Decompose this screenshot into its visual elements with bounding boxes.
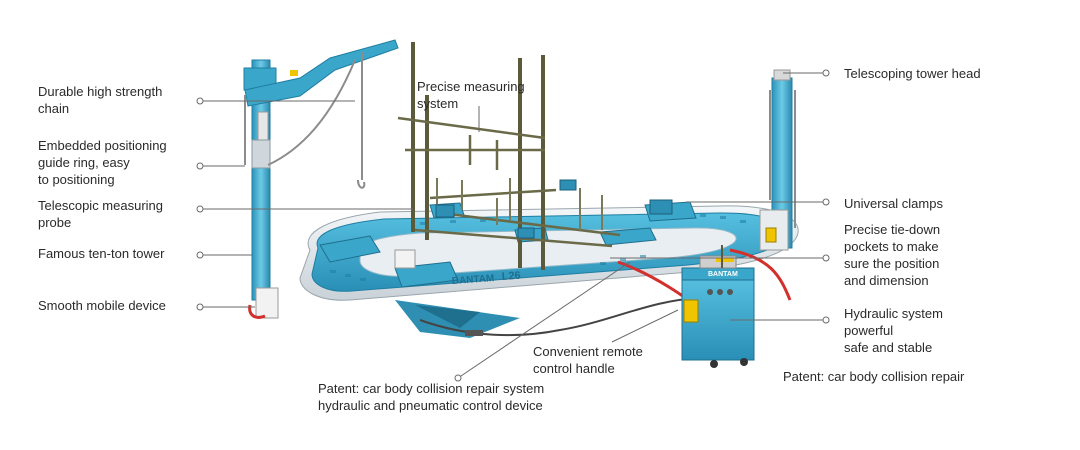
measuring-system-posts [411, 42, 545, 270]
callout-telescopic-probe: Telescopic measuring probe [38, 198, 164, 230]
left-chain [244, 52, 366, 189]
right-tower [759, 69, 793, 251]
hydraulic-pump [681, 255, 755, 368]
pump-brand-label: BANTAM [708, 271, 738, 278]
remote-control-handle [465, 330, 483, 336]
callout-patent-right: Patent: car body collision repair [783, 369, 965, 384]
callout-universal-clamps: Universal clamps [844, 196, 943, 211]
leader-dots [196, 69, 830, 382]
callout-mobile-device: Smooth mobile device [38, 298, 166, 313]
measuring-system-bars [397, 116, 621, 248]
frame-brand-label: BANTAM [451, 273, 494, 287]
telescopic-probes [436, 178, 603, 230]
callout-remote-handle: Convenient remote control handle [533, 344, 643, 376]
callout-chain: Durable high strength chain [38, 84, 163, 116]
universal-clamps [435, 179, 673, 239]
frame-model-label: L26 [501, 270, 521, 283]
callout-tower-head: Telescoping tower head [844, 66, 981, 81]
callout-measuring-system: Precise measuring system [417, 79, 525, 111]
callout-tie-down-pockets: Precise tie-down pockets to make sure th… [844, 222, 941, 288]
callout-patent-main: Patent: car body collision repair system… [318, 381, 545, 413]
callout-hydraulic-system: Hydraulic system powerful safe and stabl… [844, 306, 943, 355]
callout-guide-ring: Embedded positioning guide ring, easy to… [38, 138, 167, 187]
left-tower [243, 39, 399, 319]
callout-ten-ton-tower: Famous ten-ton tower [38, 246, 165, 261]
right-chain [769, 90, 796, 228]
leader-lines [200, 72, 826, 379]
undercarriage [395, 300, 520, 338]
